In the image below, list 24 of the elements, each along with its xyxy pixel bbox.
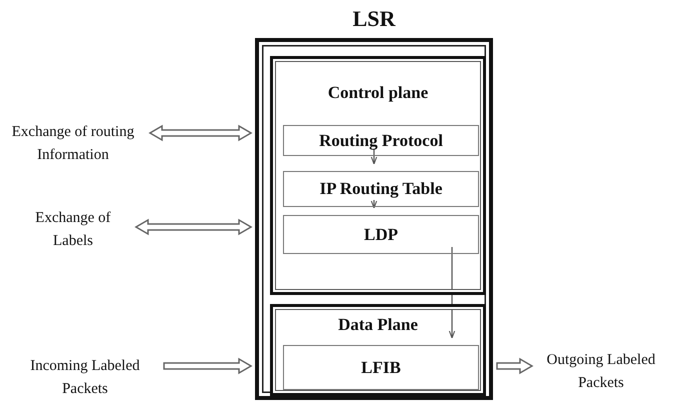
side-label: Exchange of routing Information (10, 123, 136, 165)
plane-panel (270, 304, 486, 396)
block-arrow (496, 358, 534, 374)
double-block-arrow (134, 218, 252, 236)
box-label: LDP (364, 224, 398, 244)
process-box (283, 171, 479, 207)
arrow (370, 200, 378, 209)
panel-heading: Data Plane (337, 315, 419, 335)
panel-heading: Control plane (326, 83, 430, 103)
side-label: Exchange of Labels (34, 209, 112, 251)
box-label: LFIB (361, 358, 401, 378)
process-box (283, 125, 479, 156)
diagram-heading: LSR (352, 6, 397, 32)
side-label: Incoming Labeled Packets (29, 357, 141, 399)
arrow (370, 149, 378, 165)
process-box (283, 345, 479, 390)
block-arrow (163, 358, 252, 374)
process-box (283, 215, 479, 254)
box-label: Routing Protocol (319, 130, 443, 150)
plane-panel (270, 56, 486, 295)
box-label: IP Routing Table (320, 179, 442, 199)
arrow (448, 247, 456, 339)
side-label: Outgoing Labeled Packets (546, 351, 656, 393)
double-block-arrow (148, 124, 252, 142)
